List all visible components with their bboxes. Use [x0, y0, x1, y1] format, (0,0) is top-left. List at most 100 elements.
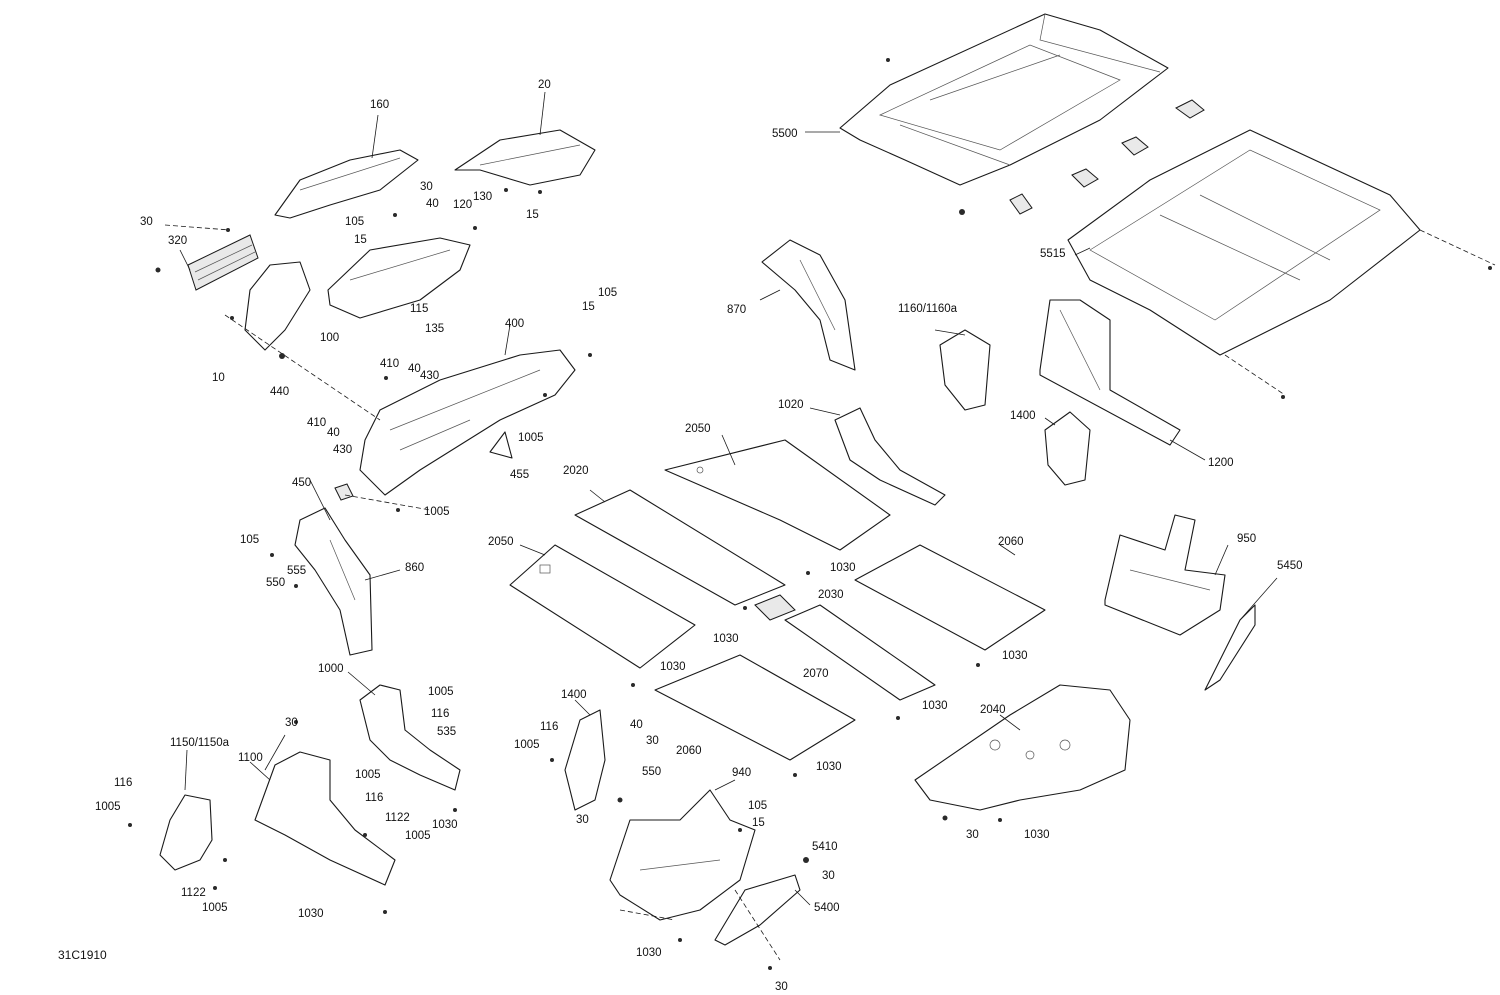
- part-2020: [574, 489, 786, 606]
- callout-116: 116: [540, 721, 558, 733]
- part-100: [327, 237, 471, 319]
- callout-430: 430: [333, 444, 352, 456]
- callout-555: 555: [287, 565, 306, 577]
- callout-15: 15: [582, 301, 595, 313]
- callout-116: 116: [114, 777, 132, 789]
- part-455: [489, 431, 513, 459]
- callout-1030: 1030: [713, 633, 739, 645]
- part-1400-left: [564, 709, 606, 811]
- part-320-grille: [187, 234, 259, 291]
- part-160: [274, 149, 419, 219]
- part-1000: [359, 684, 461, 791]
- callout-1030: 1030: [816, 761, 842, 773]
- callout-15: 15: [752, 817, 765, 829]
- fasteners: [128, 58, 1492, 970]
- callout-450: 450: [292, 477, 311, 489]
- callout-1030: 1030: [298, 908, 324, 920]
- callout-410: 410: [380, 358, 399, 370]
- part-1160: [939, 329, 991, 411]
- callout-2050: 2050: [488, 536, 514, 548]
- callout-535: 535: [437, 726, 456, 738]
- callout-1005: 1005: [95, 801, 121, 813]
- callout-1030: 1030: [830, 562, 856, 574]
- callout-1030: 1030: [660, 661, 686, 673]
- assembly-lines: [164, 224, 1496, 961]
- callout-20: 20: [538, 79, 551, 91]
- callout-1005: 1005: [202, 902, 228, 914]
- part-1020: [834, 407, 946, 506]
- callout-1030: 1030: [636, 947, 662, 959]
- part-940: [609, 789, 756, 921]
- part-950: [1104, 514, 1226, 636]
- callout-2060: 2060: [676, 745, 702, 757]
- callout-30: 30: [646, 735, 659, 747]
- part-2030: [754, 594, 796, 621]
- callout-1150-1150a: 1150/1150a: [170, 737, 230, 749]
- part-10: [244, 261, 311, 351]
- callout-2020: 2020: [563, 465, 589, 477]
- callout-30: 30: [420, 181, 433, 193]
- callout-40: 40: [327, 427, 340, 439]
- callout-440: 440: [270, 386, 289, 398]
- callout-1005: 1005: [405, 830, 431, 842]
- callout-1005: 1005: [424, 506, 450, 518]
- callout-1100: 1100: [238, 752, 263, 764]
- part-400-dashboard: [359, 349, 576, 496]
- callout-860: 860: [405, 562, 424, 574]
- callout-116: 116: [365, 792, 383, 804]
- callout-1020: 1020: [778, 399, 804, 411]
- callout-1400: 1400: [1010, 410, 1036, 422]
- callout-1030: 1030: [432, 819, 458, 831]
- callout-15: 15: [354, 234, 367, 246]
- callout-105: 105: [240, 534, 259, 546]
- part-roof-lower: [1067, 129, 1421, 356]
- callout-105: 105: [748, 800, 767, 812]
- callout-1030: 1030: [1002, 650, 1028, 662]
- callout-2060: 2060: [998, 536, 1024, 548]
- callout-1400: 1400: [561, 689, 587, 701]
- part-2060-lower: [654, 654, 856, 761]
- part-5400: [714, 874, 801, 946]
- part-860: [294, 507, 373, 656]
- part-roof-upper: [839, 13, 1169, 186]
- callout-5410: 5410: [812, 841, 838, 853]
- callout-120: 120: [453, 199, 472, 211]
- part-870: [761, 239, 856, 371]
- callout-1160-1160a: 1160/1160a: [898, 303, 958, 315]
- callout-455: 455: [510, 469, 529, 481]
- callout-30: 30: [822, 870, 835, 882]
- callout-410: 410: [307, 417, 326, 429]
- callout-15: 15: [526, 209, 539, 221]
- callout-135: 135: [425, 323, 444, 335]
- callout-116: 116: [431, 708, 449, 720]
- part-2070: [784, 604, 936, 701]
- callout-30: 30: [576, 814, 589, 826]
- callout-105: 105: [598, 287, 617, 299]
- callout-430: 430: [420, 370, 439, 382]
- callout-320: 320: [168, 235, 187, 247]
- callout-550: 550: [266, 577, 285, 589]
- callout-1030: 1030: [1024, 829, 1050, 841]
- callout-30: 30: [140, 216, 153, 228]
- callout-1030: 1030: [922, 700, 948, 712]
- diagram-reference-code: 31C1910: [58, 948, 107, 962]
- callout-870: 870: [727, 304, 746, 316]
- part-1150: [159, 794, 213, 871]
- callout-1122: 1122: [181, 887, 206, 899]
- part-2060-right: [854, 544, 1046, 651]
- part-2050-upper: [664, 439, 891, 551]
- callout-1005: 1005: [514, 739, 540, 751]
- callout-2070: 2070: [803, 668, 829, 680]
- callout-5400: 5400: [814, 902, 840, 914]
- callout-2050: 2050: [685, 423, 711, 435]
- callout-30: 30: [775, 981, 788, 993]
- callout-105: 105: [345, 216, 364, 228]
- callout-115: 115: [410, 303, 428, 315]
- callout-5515: 5515: [1040, 248, 1066, 260]
- callout-130: 130: [473, 191, 492, 203]
- part-1200: [1039, 299, 1181, 446]
- callout-40: 40: [426, 198, 439, 210]
- callout-1200: 1200: [1208, 457, 1234, 469]
